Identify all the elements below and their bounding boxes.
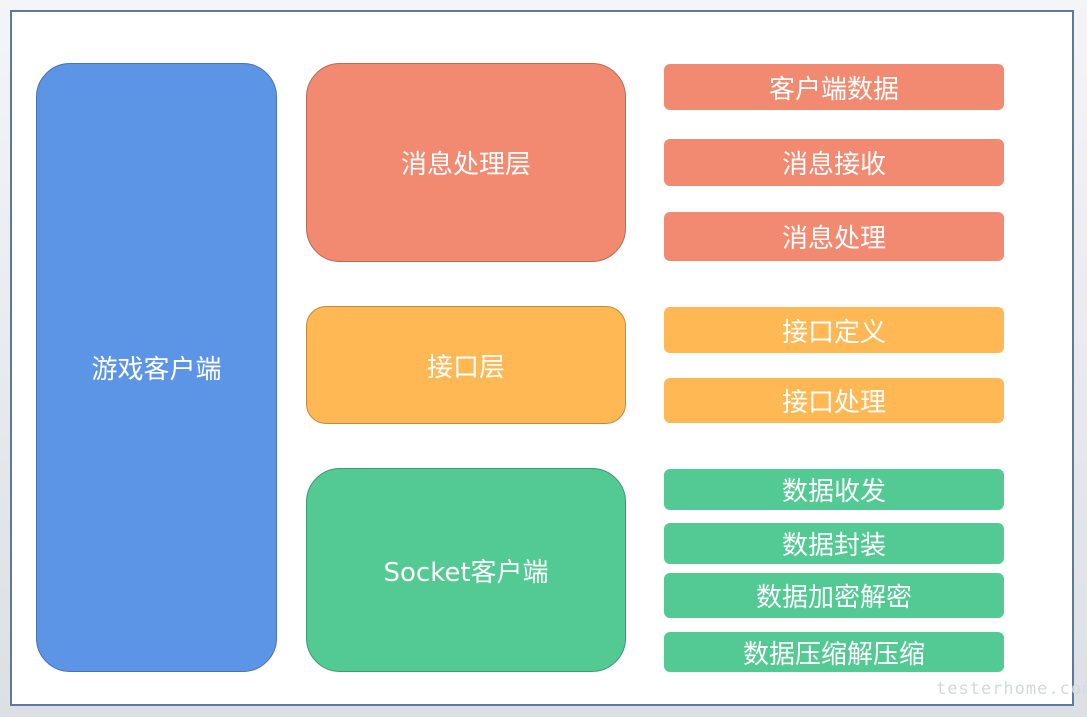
interface-layer-label: 接口层	[426, 352, 505, 383]
item-label: 数据压缩解压缩	[742, 639, 925, 670]
item-message-receive: 消息接收	[664, 139, 1004, 186]
socket-layer-block: Socket客户端	[306, 468, 626, 672]
item-label: 消息接收	[781, 150, 886, 180]
socket-layer-label: Socket客户端	[383, 557, 549, 588]
item-data-compress: 数据压缩解压缩	[664, 632, 1004, 672]
item-data-encrypt: 数据加密解密	[664, 573, 1004, 618]
item-interface-define: 接口定义	[664, 307, 1004, 353]
watermark: testerhome.com	[936, 679, 1087, 699]
item-label: 数据加密解密	[755, 583, 912, 613]
client-block: 游戏客户端	[36, 63, 277, 672]
item-label: 数据封装	[781, 531, 886, 561]
item-label: 接口处理	[781, 388, 886, 418]
item-data-transceive: 数据收发	[664, 469, 1004, 510]
item-client-data: 客户端数据	[664, 64, 1004, 110]
item-label: 数据收发	[781, 477, 886, 507]
item-message-process: 消息处理	[664, 212, 1004, 261]
client-label: 游戏客户端	[91, 355, 222, 385]
item-label: 接口定义	[781, 317, 886, 348]
item-label: 客户端数据	[768, 74, 899, 105]
message-layer-label: 消息处理层	[400, 150, 531, 180]
interface-layer-block: 接口层	[306, 306, 626, 424]
message-layer-block: 消息处理层	[306, 63, 626, 262]
item-data-encapsulate: 数据封装	[664, 523, 1004, 564]
item-label: 消息处理	[781, 224, 886, 254]
item-interface-process: 接口处理	[664, 378, 1004, 423]
